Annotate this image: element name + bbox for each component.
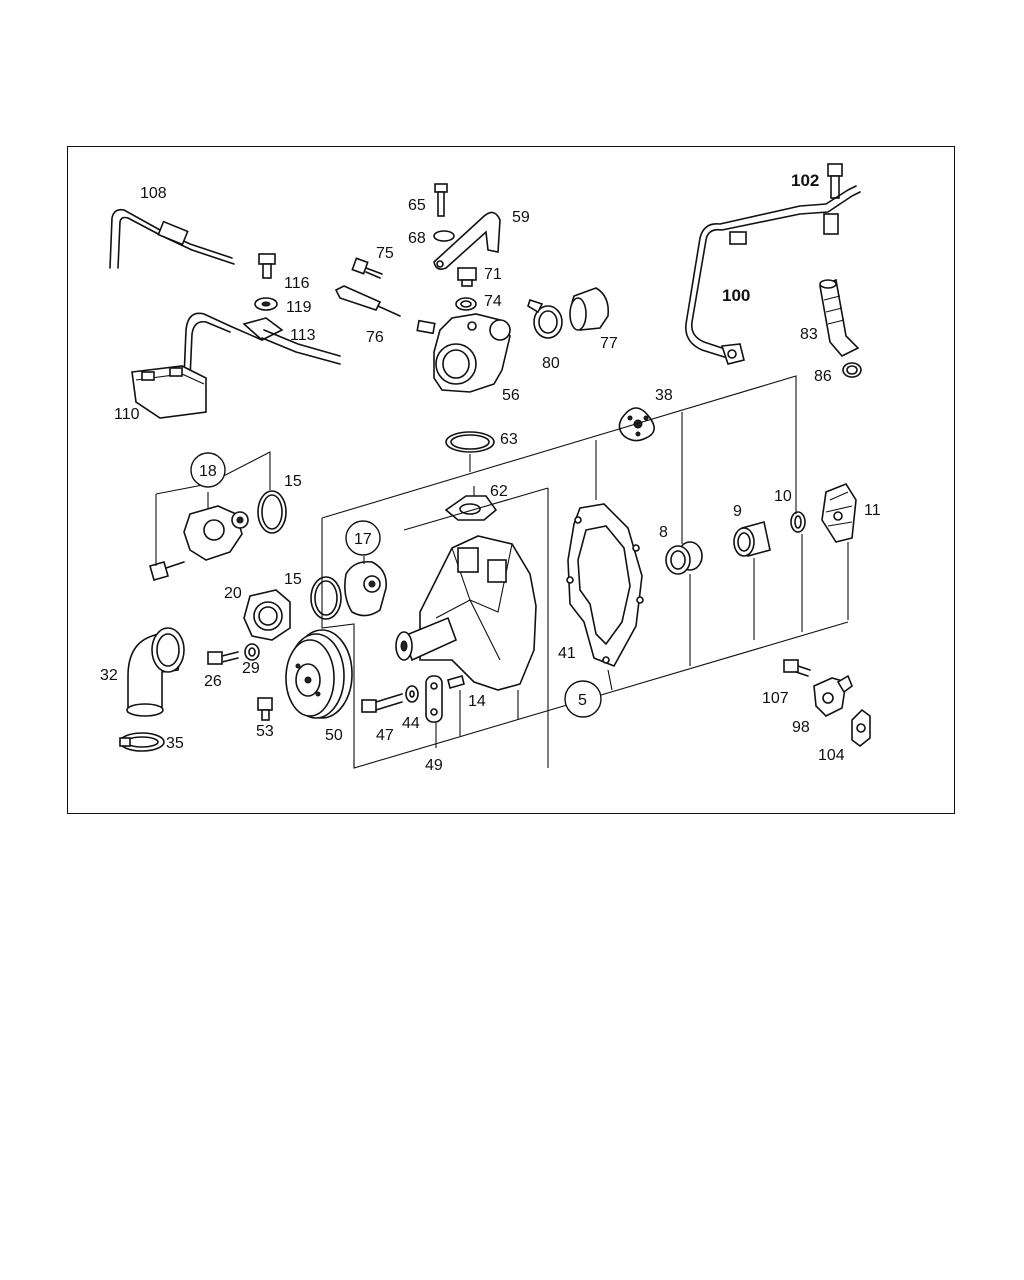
callout-9: 9 [733, 503, 742, 520]
callout-98: 98 [792, 719, 810, 736]
part-59-bracket [433, 211, 501, 270]
part-41-gasket [566, 503, 644, 668]
part-47-bolt [361, 693, 403, 713]
callout-80: 80 [542, 355, 560, 372]
callout-108: 108 [140, 185, 167, 202]
part-62-gasket [444, 495, 498, 521]
callout-41: 41 [558, 645, 576, 662]
part-32-elbow-hose [126, 627, 185, 717]
callout-11: 11 [864, 502, 881, 519]
part-9-sleeve [733, 521, 771, 557]
callout-10: 10 [774, 488, 792, 505]
callout-62: 62 [490, 483, 508, 500]
part-56-thermostat-housing [416, 313, 511, 393]
callout-86: 86 [814, 368, 832, 385]
part-10-ring [790, 511, 806, 533]
callout-76: 76 [366, 329, 384, 346]
part-98-connector [813, 674, 853, 717]
callout-18: 18 [199, 463, 217, 480]
callout-47: 47 [376, 727, 394, 744]
callout-100: 100 [722, 286, 750, 305]
callout-5: 5 [578, 692, 587, 709]
callout-75: 75 [376, 245, 394, 262]
part-113-clamp [242, 317, 341, 365]
callout-56: 56 [502, 387, 520, 404]
part-15-seal-ring-lower [310, 576, 342, 620]
part-80-clamp [527, 298, 563, 339]
callout-71: 71 [484, 266, 502, 283]
part-65-bolt [434, 183, 448, 217]
part-107-bolt [783, 659, 811, 677]
part-100-pipe [685, 185, 861, 365]
part-8-seal-bushing [665, 541, 703, 575]
callout-29: 29 [242, 660, 260, 677]
callout-circle-5 [564, 680, 602, 718]
part-15-seal-ring-upper [257, 490, 287, 534]
callout-15-lower: 15 [284, 571, 302, 588]
callout-65: 65 [408, 197, 426, 214]
part-104-gasket [851, 708, 871, 748]
callout-50: 50 [325, 727, 343, 744]
callout-49: 49 [425, 757, 443, 774]
part-108-coolant-line [109, 208, 235, 269]
callout-15-upper: 15 [284, 473, 302, 490]
callout-20: 20 [224, 585, 242, 602]
part-74-seal [455, 297, 477, 311]
part-86-seal [842, 362, 862, 378]
callout-59: 59 [512, 209, 530, 226]
part-75-bolt [351, 257, 383, 279]
part-102-bolt [827, 163, 843, 199]
callout-74: 74 [484, 293, 502, 310]
part-26-bolt [207, 651, 239, 665]
leader-lines [155, 375, 849, 769]
callout-35: 35 [166, 735, 184, 752]
part-49-plate [425, 675, 443, 723]
callout-110: 110 [114, 406, 140, 423]
part-68-washer [433, 230, 455, 242]
callout-14: 14 [468, 693, 486, 710]
part-38-cover [618, 407, 655, 442]
callout-17: 17 [354, 531, 372, 548]
callout-107: 107 [762, 690, 789, 707]
callout-26: 26 [204, 673, 222, 690]
callout-102: 102 [791, 171, 819, 190]
callout-119: 119 [286, 299, 312, 316]
part-44-washer [405, 685, 419, 703]
callout-116: 116 [284, 275, 310, 292]
callout-53: 53 [256, 723, 274, 740]
callout-77: 77 [600, 335, 618, 352]
part-14-dowel-pin [447, 675, 465, 689]
part-63-o-ring [445, 431, 495, 453]
part-18-thermostat-cover [149, 505, 249, 581]
part-76-sensor [334, 285, 401, 317]
part-110-sensor [131, 312, 263, 419]
callout-113: 113 [290, 327, 316, 344]
part-29-washer [244, 643, 260, 661]
part-20-housing-cover [243, 589, 291, 641]
callout-38: 38 [655, 387, 673, 404]
part-11-impeller [821, 483, 857, 543]
part-17-thermostat [344, 560, 388, 617]
part-water-pump-body [395, 535, 537, 691]
callout-68: 68 [408, 230, 426, 247]
part-50-pulley [285, 629, 353, 719]
part-35-hose-clamp [119, 732, 165, 752]
part-53-bolt [257, 697, 273, 721]
part-83-pipe [819, 278, 860, 357]
callout-circle-18 [190, 452, 226, 488]
part-116-bolt [258, 253, 276, 279]
callout-63: 63 [500, 431, 518, 448]
callout-circle-17 [345, 520, 381, 556]
callout-44: 44 [402, 715, 420, 732]
callout-83: 83 [800, 326, 818, 343]
callout-8: 8 [659, 524, 668, 541]
callout-32: 32 [100, 667, 118, 684]
part-77-hose [569, 287, 610, 331]
part-119-washer [254, 297, 278, 311]
part-71-plug [457, 267, 477, 287]
callout-104: 104 [818, 747, 845, 764]
